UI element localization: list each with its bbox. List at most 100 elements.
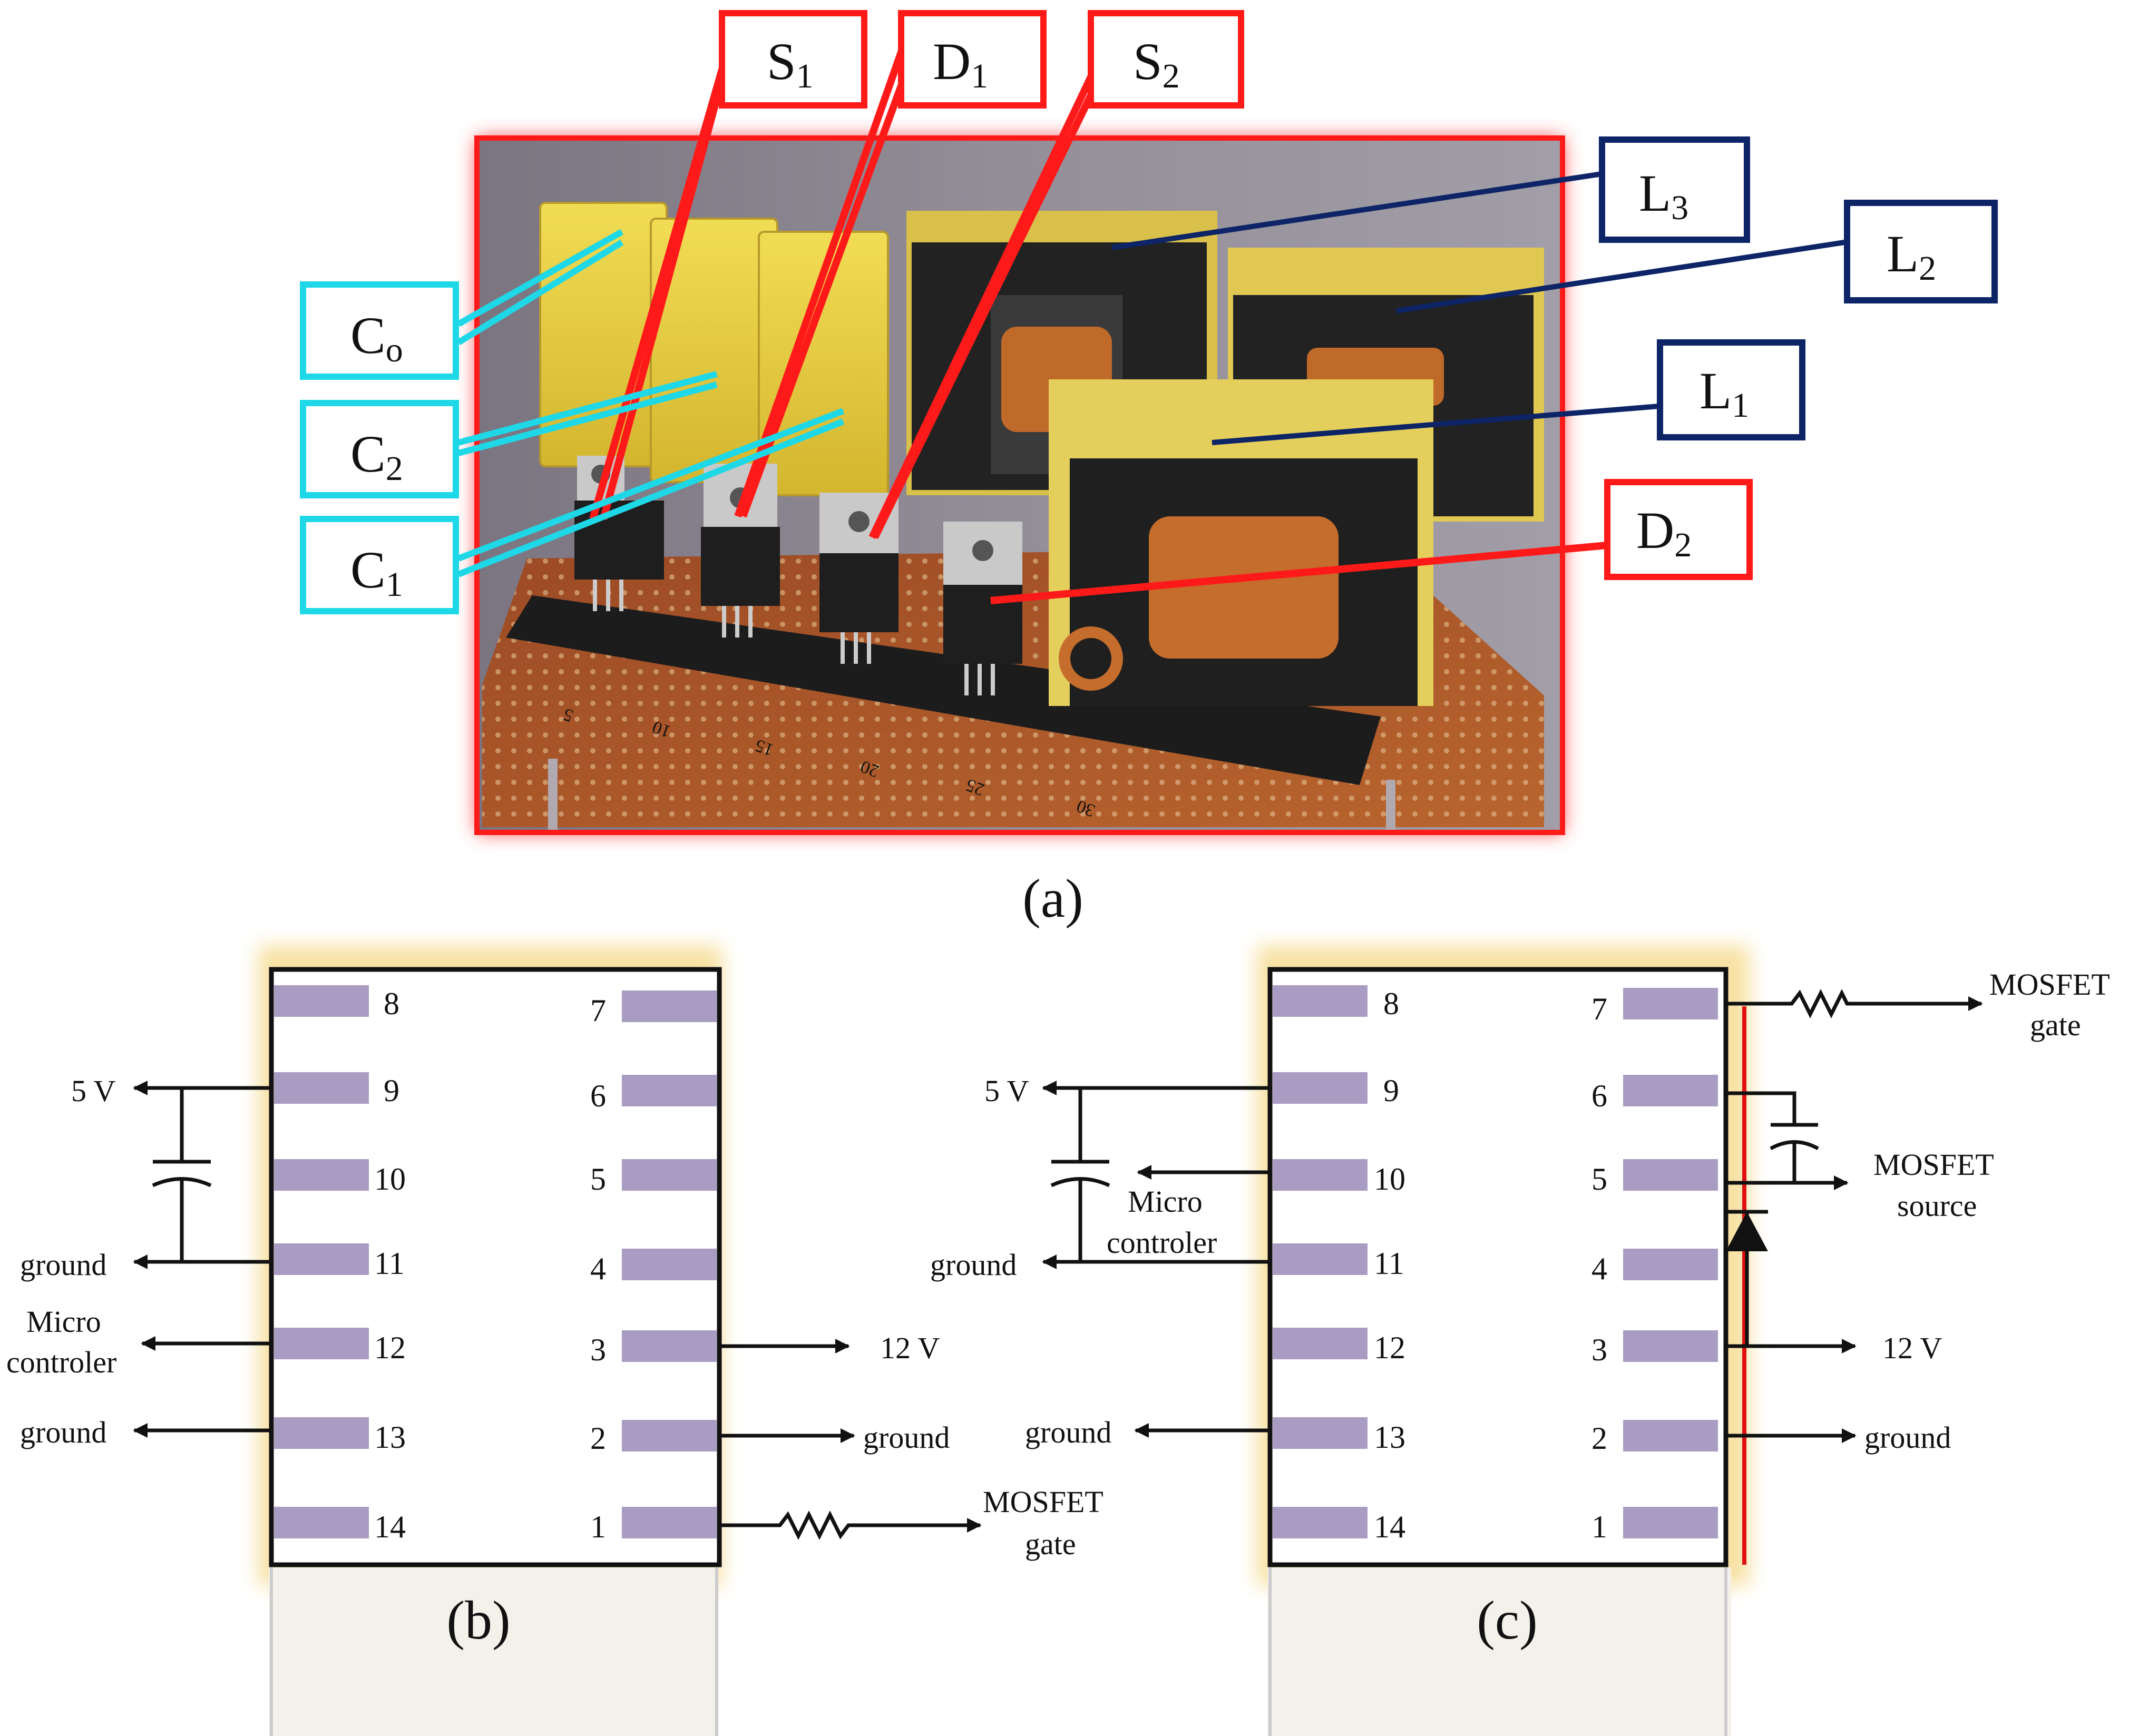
pin-b-9-pad (274, 1072, 369, 1104)
diode-symbol (1726, 1212, 1768, 1251)
pin-b-10-pad (274, 1159, 369, 1191)
callout-s1: S1 (719, 10, 867, 109)
chip-c-pins-right: 7 6 5 4 3 2 1 (1591, 988, 1718, 1544)
panel-c-signal-labels: 5 V Micro controler ground ground MOSFET… (930, 967, 2110, 1455)
pin-c-2-pad (1623, 1420, 1718, 1451)
callout-c1: C1 (300, 516, 459, 614)
callout-co-letter: C (350, 306, 386, 365)
pin-c-11-pad (1273, 1243, 1368, 1275)
pin-b-1-pad (622, 1507, 717, 1538)
callout-d2-letter: D (1636, 501, 1674, 560)
pin-c-5-label: 5 (1591, 1162, 1607, 1196)
pin-b-11-label: 11 (374, 1246, 405, 1281)
label-c-mosfet-gate-2: gate (2030, 1008, 2081, 1042)
pin-b-3-label: 3 (590, 1332, 606, 1367)
svg-text:S2: S2 (1133, 32, 1180, 95)
pin-c-10-label: 10 (1374, 1162, 1405, 1196)
panel-c-wiring (1042, 989, 1983, 1443)
label-c-ground-2: ground (1025, 1415, 1111, 1449)
label-c-12v: 12 V (1882, 1331, 1942, 1365)
pin-c-7-pad (1623, 988, 1718, 1019)
chip-c-reflection (1267, 1567, 1731, 1736)
pin-b-4-pad (622, 1249, 717, 1280)
pin-b-2-label: 2 (590, 1421, 606, 1456)
svg-text:Co: Co (350, 306, 403, 369)
label-c-micro-1: Micro (1128, 1184, 1203, 1219)
svg-text:S1: S1 (767, 32, 814, 95)
pin-b-14-label: 14 (374, 1509, 406, 1544)
pin-b-4-label: 4 (590, 1251, 606, 1286)
leader-lines-red (589, 41, 1608, 604)
pin-c-1-pad (1623, 1507, 1718, 1538)
callout-c2-sub: 2 (386, 449, 403, 488)
callout-c1-sub: 1 (386, 565, 403, 604)
transistors (574, 456, 1022, 695)
pin-c-7-label: 7 (1591, 992, 1607, 1026)
pin-b-13-label: 13 (374, 1420, 406, 1455)
panel-b-wiring (133, 1081, 982, 1540)
chip-b-pins-right: 7 6 5 4 3 2 1 (590, 990, 717, 1544)
pin-c-6-pad (1623, 1075, 1718, 1106)
pin-b-6-pad (622, 1075, 717, 1106)
callout-s1-sub: 1 (796, 57, 814, 95)
pin-c-3-pad (1623, 1330, 1718, 1362)
label-b-gate: gate (1025, 1527, 1076, 1561)
pin-b-11-pad (274, 1243, 369, 1275)
pin-c-9-pad (1273, 1072, 1368, 1104)
svg-text:L3: L3 (1639, 164, 1688, 227)
pin-c-13-pad (1273, 1417, 1368, 1449)
label-c-mosfet-source-1: MOSFET (1873, 1147, 1994, 1182)
pin-c-13-label: 13 (1374, 1420, 1405, 1455)
pin-b-5-label: 5 (590, 1162, 606, 1196)
transistor-s2 (819, 493, 899, 664)
svg-text:C2: C2 (350, 425, 403, 488)
callout-d2: D2 (1604, 479, 1753, 580)
chip-b-reflection (269, 1567, 717, 1736)
pin-c-12-label: 12 (1374, 1330, 1405, 1365)
caption-a: (a) (1022, 868, 1083, 929)
callout-l1-sub: 1 (1732, 386, 1749, 425)
callout-co-sub: o (386, 331, 403, 369)
inductor-l1 (1049, 379, 1433, 706)
callout-l2: L2 (1844, 200, 1998, 303)
callout-l1-letter: L (1700, 361, 1732, 420)
pin-header (506, 595, 1381, 785)
inductors (906, 211, 1544, 706)
pin-b-8-label: 8 (384, 986, 399, 1021)
pin-b-12-label: 12 (374, 1330, 406, 1365)
callout-co: Co (300, 281, 459, 380)
label-b-ground-2: ground (20, 1415, 106, 1449)
pin-c-1-label: 1 (1591, 1509, 1607, 1544)
pin-c-4-pad (1623, 1249, 1718, 1280)
pin-b-14-pad (274, 1507, 369, 1538)
label-c-ground-3: ground (1864, 1420, 1951, 1455)
label-b-5v: 5 V (71, 1074, 115, 1108)
pin-b-6-label: 6 (590, 1078, 606, 1113)
label-c-mosfet-gate-1: MOSFET (1989, 967, 2110, 1002)
pin-c-8-pad (1273, 985, 1368, 1017)
panel-a-callouts: S1 D1 S2 L3 L2 L1 D2 Co (300, 10, 1998, 614)
callout-l1: L1 (1657, 339, 1805, 440)
panel-a-photo: 5 10 15 20 25 30 (474, 135, 1565, 835)
pin-b-2-pad (622, 1420, 717, 1451)
pin-b-9-label: 9 (384, 1073, 399, 1108)
chip-c-pins-left: 8 9 10 11 12 13 14 (1273, 985, 1405, 1544)
leader-lines-navy (1111, 171, 1845, 445)
svg-text:C1: C1 (350, 541, 403, 604)
pin-c-11-label: 11 (1374, 1246, 1404, 1281)
label-b-ground-1: ground (20, 1248, 106, 1282)
callout-l3-sub: 3 (1671, 189, 1688, 227)
callout-d1: D1 (898, 10, 1047, 109)
callout-c1-letter: C (350, 541, 386, 599)
chip-b-pins-left: 8 9 10 11 12 13 14 (274, 985, 406, 1544)
callout-l2-letter: L (1887, 224, 1919, 283)
callout-l2-sub: 2 (1919, 249, 1936, 288)
pin-b-3-pad (622, 1330, 717, 1362)
callout-s2-sub: 2 (1163, 57, 1180, 95)
label-c-5v: 5 V (984, 1074, 1029, 1108)
pin-c-10-pad (1273, 1159, 1368, 1191)
pin-c-9-label: 9 (1383, 1073, 1399, 1108)
pin-c-3-label: 3 (1591, 1332, 1607, 1367)
panel-b-driver: 8 9 10 11 12 13 14 7 6 5 4 3 2 1 (6, 946, 1103, 1736)
